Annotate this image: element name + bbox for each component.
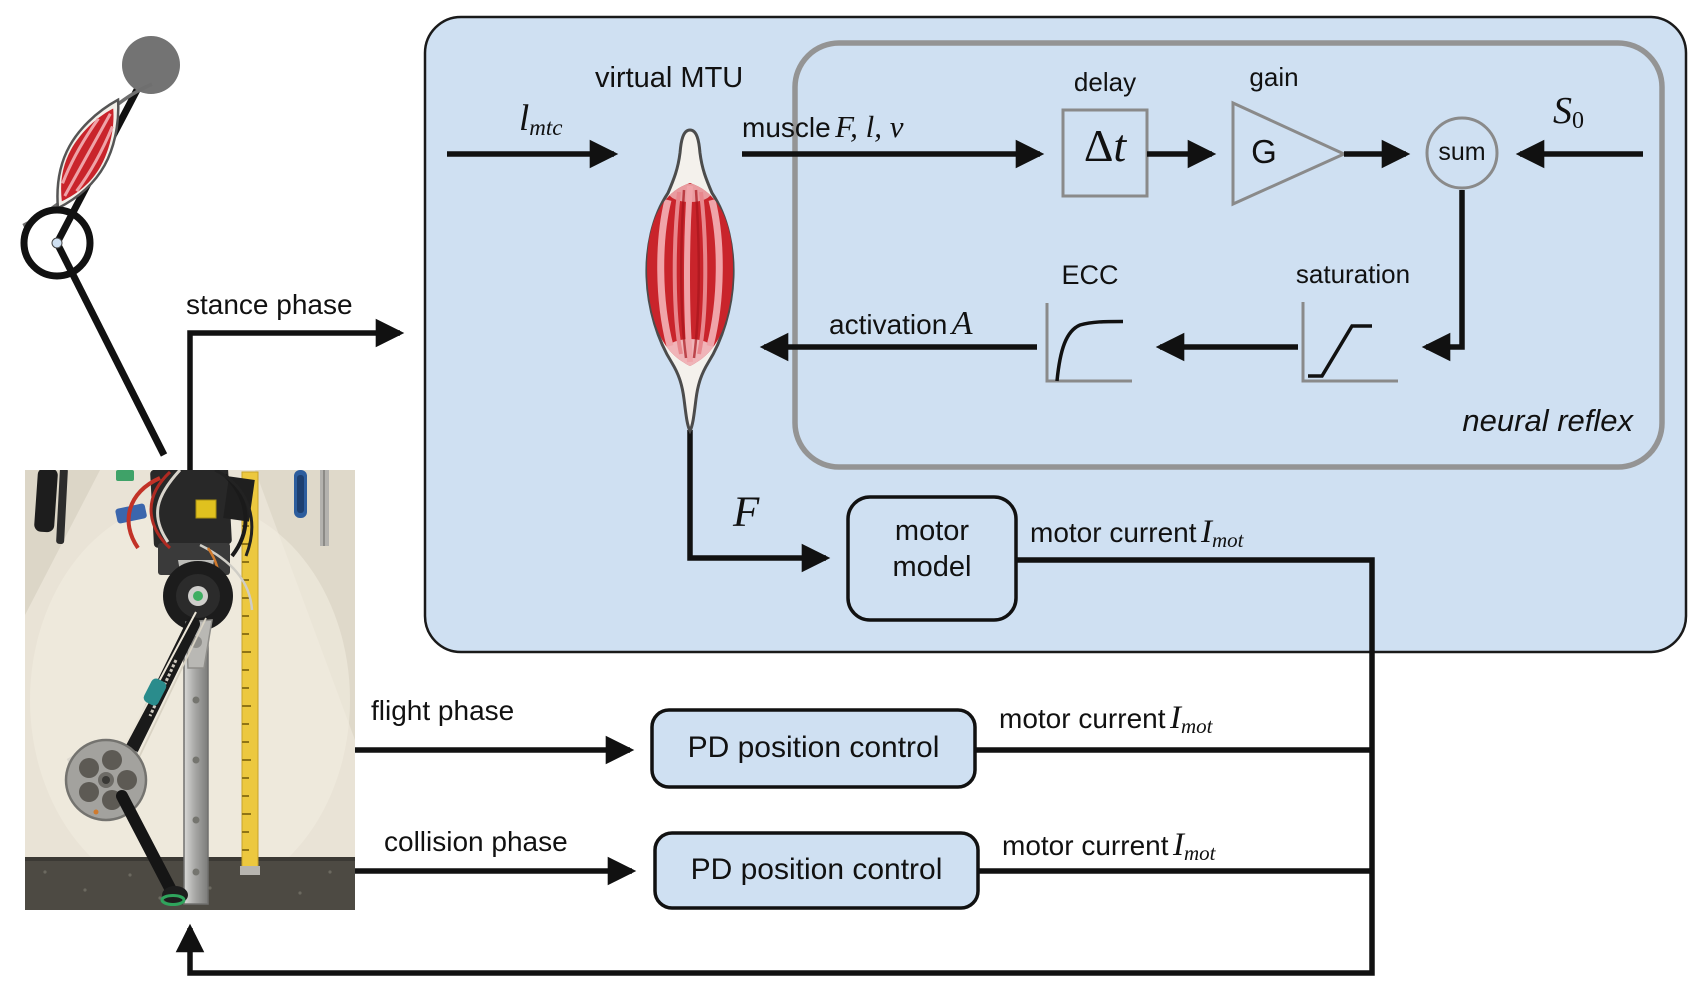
motor-model-line2: model [892,551,972,584]
stance-phase-label: stance phase [186,289,353,320]
s0-sub: 0 [1572,108,1584,135]
ecc-block [1045,303,1132,383]
mc1-prefix: motor current [1030,517,1197,548]
mc2-prefix: motor current [999,703,1166,734]
pd-flight-label: PD position control [687,731,940,764]
motor-model-line1: motor [894,515,970,547]
schematic-muscle [22,82,153,228]
delta-glyph: Δ [1083,120,1114,171]
gain-symbol: G [1251,133,1277,170]
lmtc-base: l [519,98,530,139]
pd-collision-label: PD position control [690,853,943,886]
motor-model-label: motor model [849,513,1015,586]
knee-joint-circle [20,206,94,280]
arrow-force-motor-model [687,430,831,573]
leg-schematic [20,36,180,457]
lmtc-label: lmtc [519,98,563,141]
feedback-line [175,557,1375,976]
saturation-block [1301,302,1398,383]
sum-block [1425,116,1499,190]
ecc-label: ECC [1061,260,1119,290]
t-glyph: t [1113,120,1127,171]
muscle-flv-label: muscle F, l, v [742,109,904,144]
gain-label: gain [1249,62,1299,92]
muscle-flv-math: F, l, v [835,109,904,144]
delay-symbol: Δt [1064,120,1146,171]
shank-segment [53,241,168,457]
s0-base: S [1553,90,1572,132]
lmtc-sub: mtc [529,115,563,141]
motor-current-label-3: motor current Imot [1002,827,1216,865]
mc2-sub: mot [1180,713,1213,738]
mc3-base: I [1172,827,1184,863]
hip-mass [122,36,180,94]
knee-joint-center [51,237,63,249]
robot-photo [25,470,355,910]
motor-current-label-2: motor current Imot [999,700,1213,738]
signal-lines [175,139,1643,976]
flight-phase-label: flight phase [371,695,515,726]
arrow-stance [187,318,405,470]
force-label: F [733,489,760,536]
collision-phase-label: collision phase [384,826,568,857]
activation-math: A [951,305,973,342]
virtual-mtu-label: virtual MTU [595,62,744,94]
delay-block [1061,108,1149,198]
arrow-sum-saturation [1421,190,1465,362]
sum-label: sum [1438,138,1486,166]
delay-label: delay [1073,67,1137,97]
activation-label: activation A [829,306,973,342]
neural-reflex-panel [792,40,1665,470]
mc2-base: I [1169,700,1181,736]
gain-block [1231,100,1348,207]
saturation-label: saturation [1295,259,1411,289]
s0-label: S0 [1553,90,1584,135]
virtual-mtu-panel [423,15,1688,654]
mc3-sub: mot [1183,840,1216,865]
muscle-flv-prefix: muscle [742,112,831,143]
virtual-muscle-illustration [645,128,735,435]
mc3-prefix: motor current [1002,830,1169,861]
activation-prefix: activation [829,309,948,340]
motor-current-label-1: motor current Imot [1030,514,1244,552]
neural-reflex-label: neural reflex [1462,403,1633,438]
mc1-base: I [1200,514,1212,550]
mc1-sub: mot [1211,527,1244,552]
